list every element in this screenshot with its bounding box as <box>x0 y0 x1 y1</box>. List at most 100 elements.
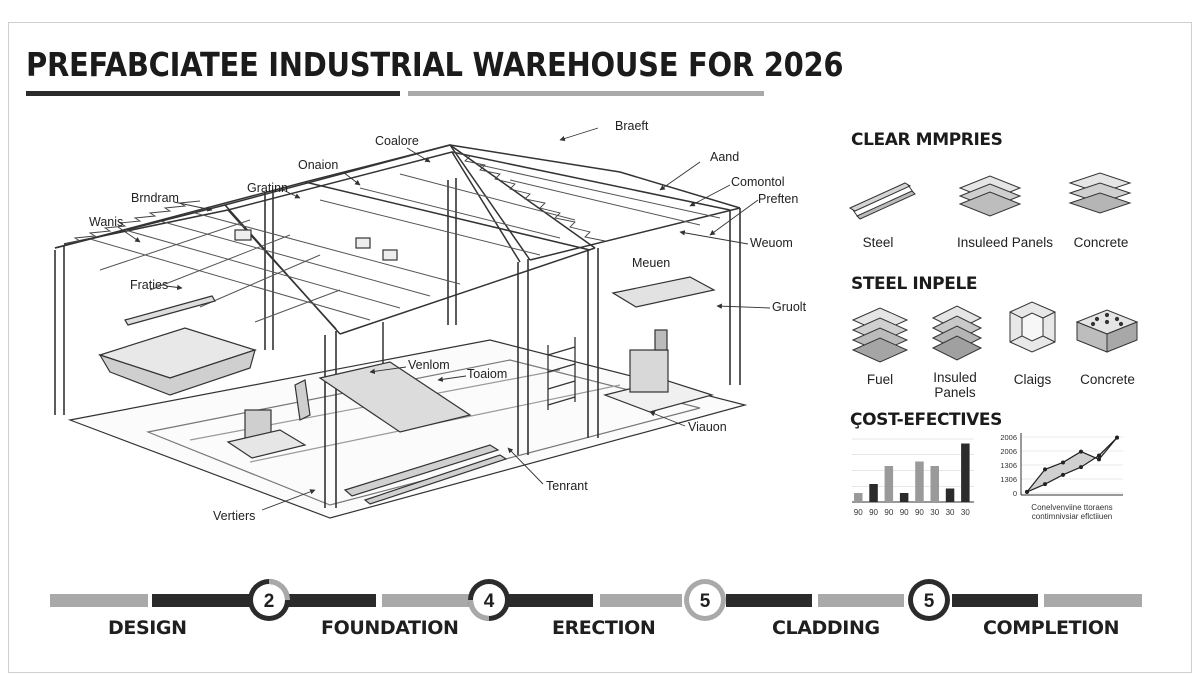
page-title: PREFABCIATEE INDUSTRIAL WAREHOUSE FOR 20… <box>26 46 844 85</box>
label-viauon: Viauon <box>688 420 727 434</box>
bar-x-label: 90 <box>869 508 878 517</box>
loose-beam <box>124 295 216 326</box>
insulated-panel-icon <box>958 175 1022 217</box>
bar-mark <box>915 461 924 502</box>
timeline-step-cladding: CLADDING <box>772 617 880 639</box>
line-y-tick: 1306 <box>1000 475 1017 484</box>
steel-claigs: Claigs <box>1013 372 1052 387</box>
line-point <box>1097 457 1101 462</box>
timeline-marker-4-number: 5 <box>924 591 935 612</box>
bar-mark <box>884 466 894 502</box>
skylight-2 <box>355 237 371 249</box>
bar-x-label: 90 <box>884 508 893 517</box>
concrete-slab-icon <box>1068 172 1132 214</box>
front-columns <box>54 178 741 508</box>
label-wanis: Wanis <box>89 215 123 229</box>
timeline-marker-1: 2 <box>248 579 290 621</box>
materials-icons <box>848 172 1132 220</box>
warehouse-illustration: Coalore Braeft Onaion Aand Gratinn Comon… <box>54 119 807 523</box>
line-point <box>1025 489 1029 494</box>
steel-icons <box>851 301 1139 363</box>
timeline-marker-3-number: 5 <box>700 591 711 612</box>
label-toaiom: Toaiom <box>467 367 507 381</box>
bar-x-label: 90 <box>900 508 909 517</box>
cost-heading: ÇOST-EFECTIVES <box>850 410 1002 430</box>
label-aand: Aand <box>710 150 739 164</box>
line-caption-1: Conelvenviine ttoraens <box>1031 503 1112 512</box>
timeline-marker-3: 5 <box>684 579 726 621</box>
line-point <box>1097 453 1101 458</box>
label-coalore: Coalore <box>375 134 419 148</box>
line-y-tick: 0 <box>1013 489 1017 498</box>
cladding-hex-icon <box>1009 301 1056 353</box>
label-venlom: Venlom <box>408 358 450 372</box>
skylight-1 <box>234 229 252 241</box>
roof-frame <box>54 144 741 335</box>
floor-panel <box>318 361 472 433</box>
line-point <box>1061 460 1065 465</box>
roof-purlins <box>89 164 721 323</box>
label-gratinn: Gratinn <box>247 181 288 195</box>
label-weuom: Weuom <box>750 236 793 250</box>
bar-mark <box>899 493 909 502</box>
line-y-tick: 1306 <box>1000 461 1017 470</box>
bar-mark <box>854 493 863 502</box>
bar-mark <box>869 484 878 502</box>
label-tenrant: Tenrant <box>546 479 588 493</box>
line-point <box>1043 482 1047 487</box>
bar-x-label: 90 <box>854 508 863 517</box>
line-series-2 <box>1026 437 1118 493</box>
line-area-fill <box>1027 437 1117 492</box>
callout-labels: Coalore Braeft Onaion Aand Gratinn Comon… <box>89 119 807 523</box>
label-fraties: Fraties <box>130 278 168 292</box>
truss-web-2 <box>451 151 606 242</box>
line-point <box>1115 435 1119 440</box>
title-underline-dark <box>26 91 400 96</box>
label-meuen: Meuen <box>632 256 670 270</box>
label-comontol: Comontol <box>731 175 785 189</box>
concrete-block-icon <box>1075 309 1139 353</box>
label-vertiers: Vertiers <box>213 509 255 523</box>
ladder <box>547 337 576 410</box>
line-point <box>1061 472 1065 477</box>
timeline-marker-2: 4 <box>468 579 510 621</box>
material-steel: Steel <box>862 235 894 250</box>
floor-beams <box>343 444 500 497</box>
line-point <box>1043 467 1047 472</box>
line-point <box>1079 449 1083 454</box>
page-frame <box>8 22 1192 673</box>
bar-mark <box>945 488 955 502</box>
steel-concrete: Concrete <box>1080 372 1135 387</box>
line-caption-2: contimnivsiar eflctiiuen <box>1032 512 1112 520</box>
line-series-1 <box>1026 437 1118 493</box>
steel-fuel: Fuel <box>866 372 894 387</box>
label-braeft: Braeft <box>615 119 649 133</box>
bar-mark <box>930 466 939 502</box>
materials-heading: CLEAR MMPRIES <box>851 130 1003 150</box>
label-brndram: Brndram <box>131 191 179 205</box>
bar-x-label: 30 <box>961 508 970 517</box>
label-preften: Preften <box>758 192 798 206</box>
timeline-marker-4: 5 <box>908 579 950 621</box>
roof-plate <box>611 276 716 308</box>
bar-x-label: 30 <box>930 508 939 517</box>
timeline-marker-1-number: 2 <box>264 591 275 612</box>
timeline-step-completion: COMPLETION <box>983 617 1120 639</box>
cost-bar-chart: 90 90 90 90 90 30 30 30 <box>852 438 974 517</box>
timeline-step-erection: ERECTION <box>552 617 656 639</box>
title-underline-light <box>408 91 764 96</box>
truss-web <box>63 200 201 245</box>
steel-heading: STEEL INPELE <box>851 274 978 294</box>
bar-x-label: 30 <box>946 508 955 517</box>
material-insulated-panels: Insuleed Panels <box>956 235 1054 250</box>
steel-insulated-panels: Insuled Panels <box>933 370 977 400</box>
bar-x-label: 90 <box>915 508 924 517</box>
timeline-marker-2-number: 4 <box>484 591 495 612</box>
process-timeline: 2 4 5 5 <box>50 579 1142 621</box>
line-y-tick: 2006 <box>1000 433 1017 442</box>
material-concrete: Concrete <box>1073 235 1129 250</box>
fuel-layers-icon <box>851 307 909 363</box>
machine-body <box>629 349 669 393</box>
timeline-step-foundation: FOUNDATION <box>321 617 459 639</box>
